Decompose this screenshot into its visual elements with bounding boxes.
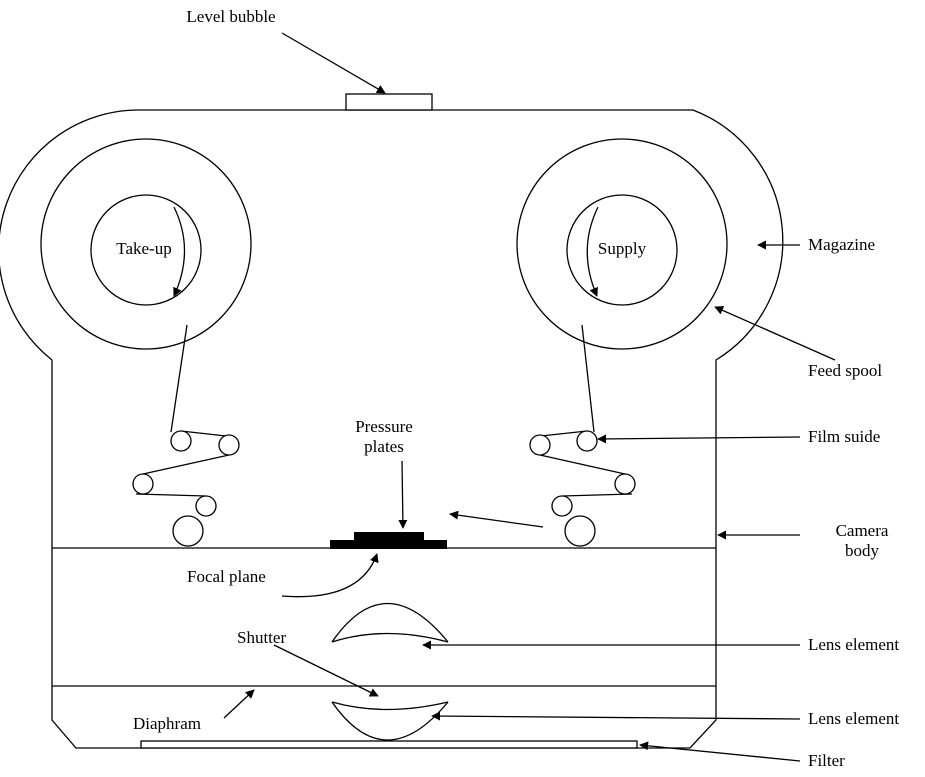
focal-plane-arrow [281,553,379,598]
label-pressure-plates-2: plates [364,437,404,456]
level-bubble-arrow [281,32,386,94]
center-film-arrow [449,510,544,528]
label-camera-body-2: body [845,541,880,560]
lower-lens-arrow [431,711,801,721]
lens-element-lower-shape [331,701,449,741]
diaphragm-arrow [223,689,255,719]
supply-reel [516,138,728,350]
film-guide-rollers [132,430,636,547]
film-guide-arrow [597,434,801,444]
label-lens-element-lower: Lens element [808,709,899,728]
label-shutter: Shutter [237,628,286,647]
label-diaphragm: Diaphram [133,714,201,733]
label-level-bubble: Level bubble [186,7,275,26]
label-filter: Filter [808,751,845,770]
film-path [135,324,633,497]
pressure-plates-shape [330,532,447,549]
label-take-up: Take-up [116,239,171,258]
level-bubble-shape [345,93,433,111]
take-up-reel [40,138,252,350]
label-feed-spool: Feed spool [808,361,882,380]
filter-shape [140,740,638,749]
lens-element-upper-shape [331,603,449,643]
label-magazine: Magazine [808,235,875,254]
shutter-arrow [273,644,379,697]
label-supply: Supply [598,239,647,258]
label-camera-body-1: Camera [836,521,889,540]
pressure-plates-arrow [398,460,408,529]
label-film-guide: Film suide [808,427,880,446]
label-lens-element-upper: Lens element [808,635,899,654]
camera-housing-outline [0,109,784,749]
filter-arrow [639,741,801,762]
feed-spool-arrow [714,306,836,361]
label-pressure-plates-1: Pressure [355,417,413,436]
label-focal-plane: Focal plane [187,567,266,586]
